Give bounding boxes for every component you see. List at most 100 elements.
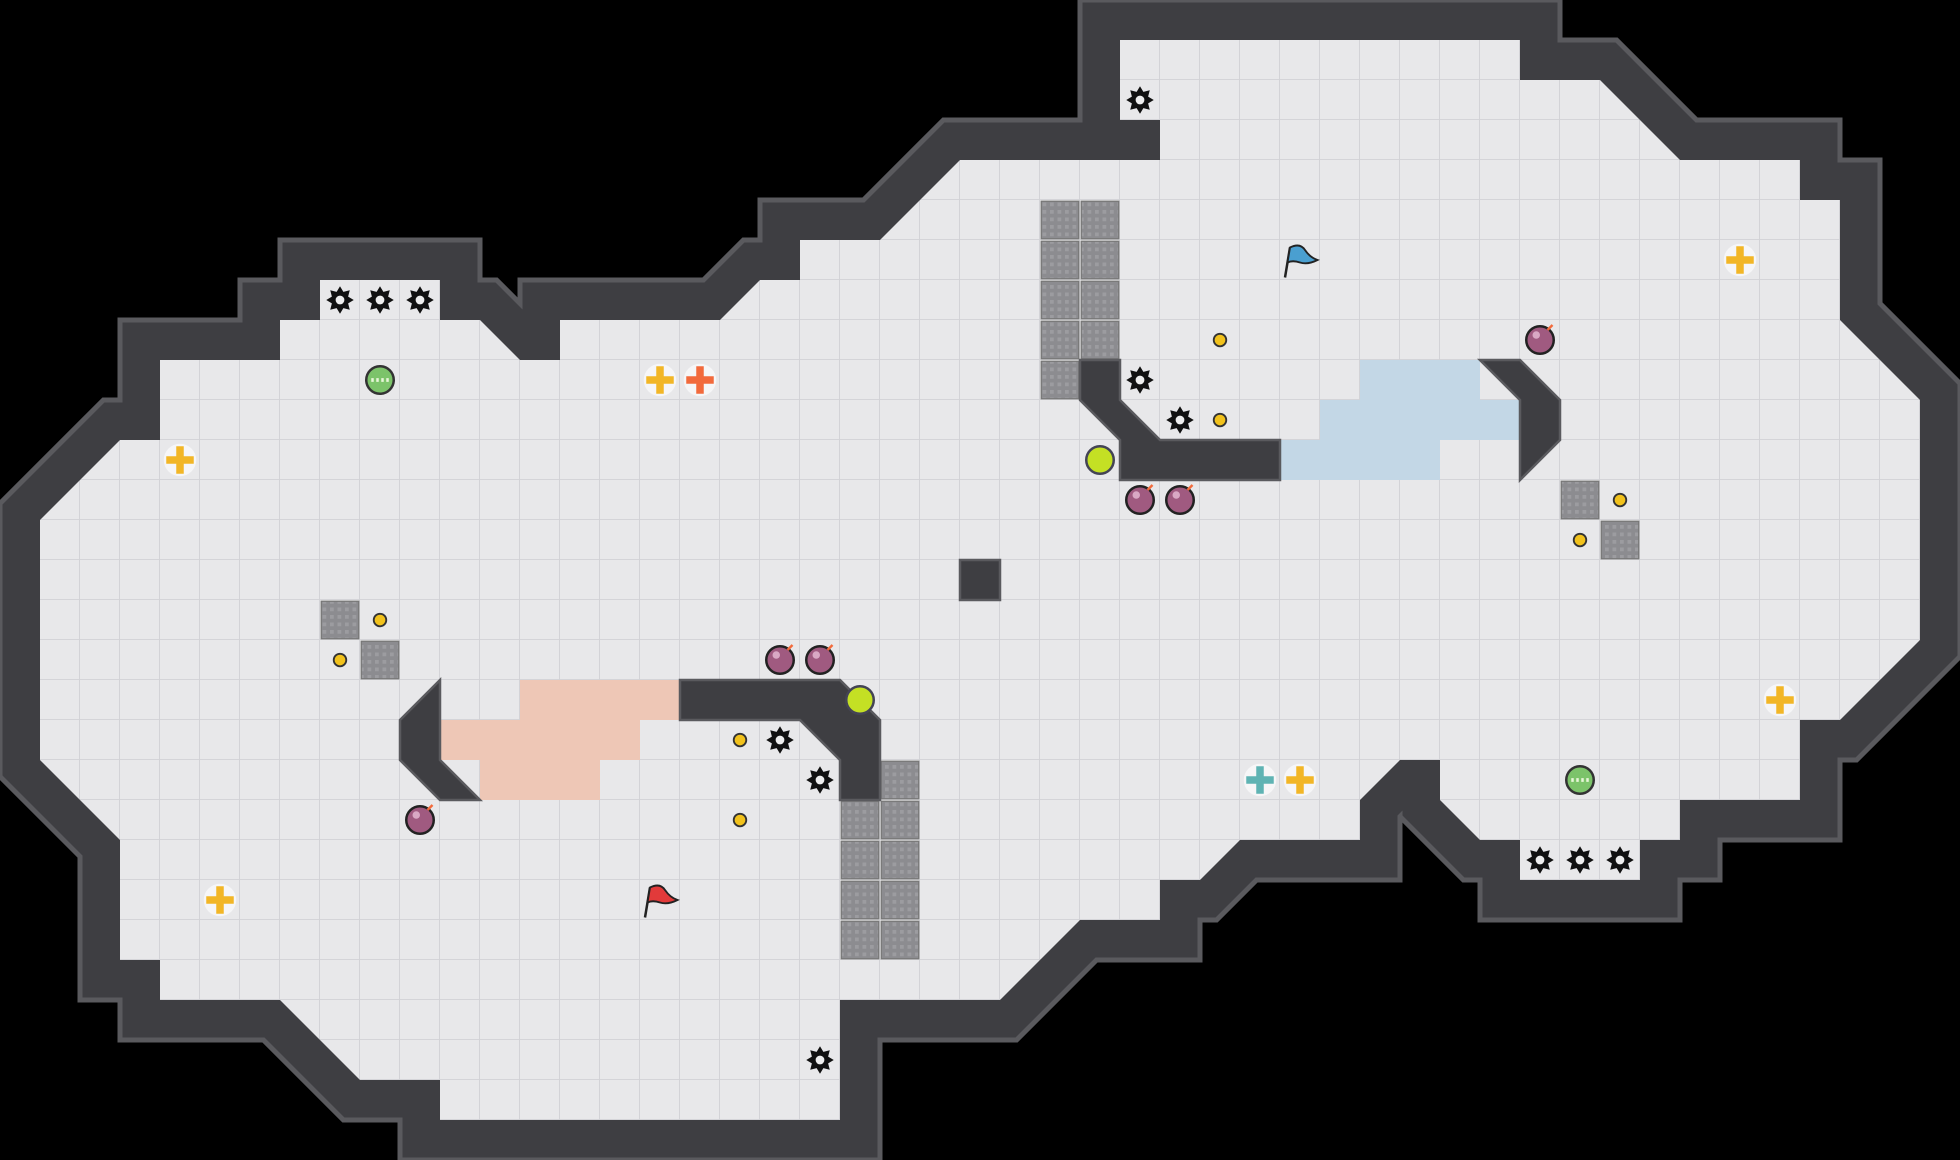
bomb-icon	[1125, 484, 1155, 515]
boost-cross	[206, 886, 234, 914]
portal-dot-icon	[732, 732, 748, 748]
gate-tile	[1080, 240, 1120, 280]
items	[163, 86, 1797, 1074]
bomb-shine	[812, 651, 820, 659]
portal-dot-icon	[1212, 332, 1228, 348]
bomb-fuse	[786, 644, 794, 651]
bomb-icon	[765, 644, 795, 675]
inner-walls	[398, 358, 1562, 802]
spike-icon	[406, 286, 434, 314]
gate-tile	[1040, 280, 1080, 320]
spike-center	[1615, 855, 1625, 865]
spike-icon	[1166, 406, 1194, 434]
gate-tile	[880, 760, 920, 800]
powerup-body	[365, 365, 395, 395]
spike-icon	[326, 286, 354, 314]
bomb-body	[1525, 325, 1555, 355]
bomb-fuse	[426, 804, 434, 811]
spike-icon	[366, 286, 394, 314]
gate-tile	[1080, 320, 1120, 360]
bomb-fuse	[1186, 484, 1194, 491]
portal-dot-icon	[332, 652, 348, 668]
bomb-body	[1125, 485, 1155, 515]
gate-tile	[880, 880, 920, 920]
boost-icon	[163, 443, 197, 477]
spike-center	[1535, 855, 1545, 865]
bomb-body	[1165, 485, 1195, 515]
boost-cross	[646, 366, 674, 394]
gate-tile	[880, 840, 920, 880]
gate-tile	[840, 800, 880, 840]
boost-cross	[166, 446, 194, 474]
inner-wall	[958, 558, 1002, 602]
spike-icon	[1126, 366, 1154, 394]
bomb-shine	[1532, 331, 1540, 339]
spike-center	[335, 295, 345, 305]
spike-icon	[1526, 846, 1554, 874]
gate-tile	[840, 880, 880, 920]
bomb-shine	[1132, 491, 1140, 499]
gate-tile	[1600, 520, 1640, 560]
spike-center	[775, 735, 785, 745]
boost-cross	[1246, 766, 1274, 794]
bomb-fuse	[1546, 324, 1554, 331]
boost-cross	[1726, 246, 1754, 274]
red-endzone-tile	[520, 680, 680, 720]
inner-wall	[398, 676, 484, 802]
spike-icon	[766, 726, 794, 754]
spike-icon	[806, 1046, 834, 1074]
boost-cross	[1286, 766, 1314, 794]
gate-tile	[1080, 200, 1120, 240]
boost-icon	[1763, 683, 1797, 717]
gate-tile	[320, 600, 360, 640]
gate-tile	[1560, 480, 1600, 520]
portal-dot-icon	[1212, 412, 1228, 428]
spike-icon	[1606, 846, 1634, 874]
team-zones	[320, 200, 1640, 960]
blue-endzone-tile	[1280, 440, 1440, 480]
red-endzone-tile	[480, 760, 600, 800]
blue-endzone-tile	[1320, 400, 1520, 440]
spike-center	[415, 295, 425, 305]
red-flag-icon	[643, 884, 680, 918]
powerup-icon	[365, 365, 395, 395]
bomb-shine	[412, 811, 420, 819]
spike-icon	[1566, 846, 1594, 874]
boost-icon	[1243, 763, 1277, 797]
spike-center	[1135, 375, 1145, 385]
gate-tile	[840, 840, 880, 880]
inner-wall	[1476, 358, 1562, 484]
gate-tile	[360, 640, 400, 680]
button-icon	[1085, 445, 1115, 475]
boost-cross	[686, 366, 714, 394]
gate-tile	[1040, 360, 1080, 400]
spike-icon	[1126, 86, 1154, 114]
boost-icon	[643, 363, 677, 397]
inner-wall	[1078, 358, 1282, 482]
button-icon	[845, 685, 875, 715]
gate-tile	[840, 920, 880, 960]
spike-center	[815, 775, 825, 785]
bomb-icon	[1165, 484, 1195, 515]
gate-tile	[1040, 200, 1080, 240]
powerup-icon	[1565, 765, 1595, 795]
portal-dot-icon	[1572, 532, 1588, 548]
bomb-body	[805, 645, 835, 675]
bomb-body	[765, 645, 795, 675]
bomb-fuse	[1146, 484, 1154, 491]
portal-dot-icon	[372, 612, 388, 628]
flag-cloth	[646, 884, 680, 905]
flag-cloth	[1286, 244, 1320, 265]
red-endzone-tile	[440, 720, 640, 760]
boost-icon	[203, 883, 237, 917]
spike-icon	[806, 766, 834, 794]
spike-center	[1575, 855, 1585, 865]
powerup-body	[1565, 765, 1595, 795]
bomb-body	[405, 805, 435, 835]
blue-endzone-tile	[1360, 360, 1480, 400]
blue-flag-icon	[1283, 244, 1320, 278]
portal-dot-icon	[732, 812, 748, 828]
bomb-icon	[1525, 324, 1555, 355]
boost-cross	[1766, 686, 1794, 714]
